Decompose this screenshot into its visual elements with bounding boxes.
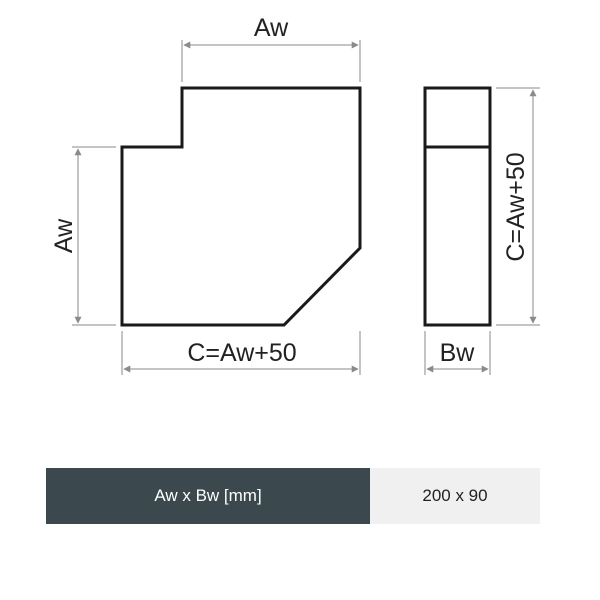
bottom-length-label: C=Aw+50 (187, 339, 296, 367)
top-width-label: Aw (254, 14, 289, 42)
table-value-cell: 200 x 90 (370, 468, 540, 524)
elbow-technical-drawing: Aw Aw C=Aw+50 C=Aw+50 Bw (50, 14, 540, 375)
table-label-cell: Aw x Bw [mm] (46, 468, 370, 524)
left-height-label: Aw (50, 218, 78, 253)
elbow-front-outline (120, 86, 362, 327)
dimension-table: Aw x Bw [mm] 200 x 90 (46, 468, 540, 524)
side-height-label: C=Aw+50 (502, 152, 530, 261)
side-width-label: Bw (440, 339, 476, 367)
elbow-side-outline (423, 86, 492, 327)
